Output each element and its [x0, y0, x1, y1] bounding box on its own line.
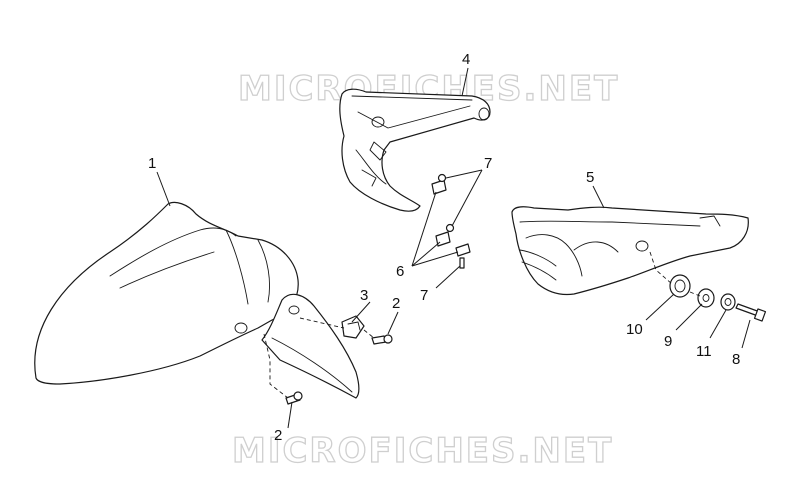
callout-5: 5: [586, 169, 594, 186]
front-mudguard-part: [34, 201, 360, 399]
callout-8: 8: [732, 351, 740, 368]
callout-1: 1: [148, 155, 156, 172]
side-cover-part: [511, 206, 749, 296]
callout-10: 10: [626, 321, 643, 338]
callout-2-lower: 2: [274, 427, 282, 444]
callout-3: 3: [360, 287, 368, 304]
screw-7-middle: [445, 223, 455, 233]
upper-bracket-part: [339, 88, 491, 212]
grommet-part-10: [669, 274, 691, 298]
clip-lower: [455, 243, 471, 257]
callout-7-upper: 7: [484, 155, 492, 172]
callout-2-upper: 2: [392, 295, 400, 312]
leader-lines: [156, 67, 751, 429]
callout-labels: 1 4 5 3 2 2 7 6 7 10 9 11 8: [148, 51, 740, 444]
washer-part-11: [720, 293, 736, 311]
assembly-lines: [263, 251, 701, 399]
callout-11: 11: [696, 343, 712, 360]
callout-9: 9: [664, 333, 672, 350]
callout-6: 6: [396, 263, 404, 280]
spacer-part-9: [697, 288, 715, 308]
watermark-bottom: MICROFICHES.NET: [232, 431, 613, 471]
clip-nut-part-3: [341, 315, 365, 339]
callout-4: 4: [462, 51, 470, 68]
screw-7-lower: [459, 257, 465, 269]
clip-upper: [431, 179, 447, 195]
screw-7-upper: [437, 173, 447, 183]
callout-7-lower: 7: [420, 287, 428, 304]
